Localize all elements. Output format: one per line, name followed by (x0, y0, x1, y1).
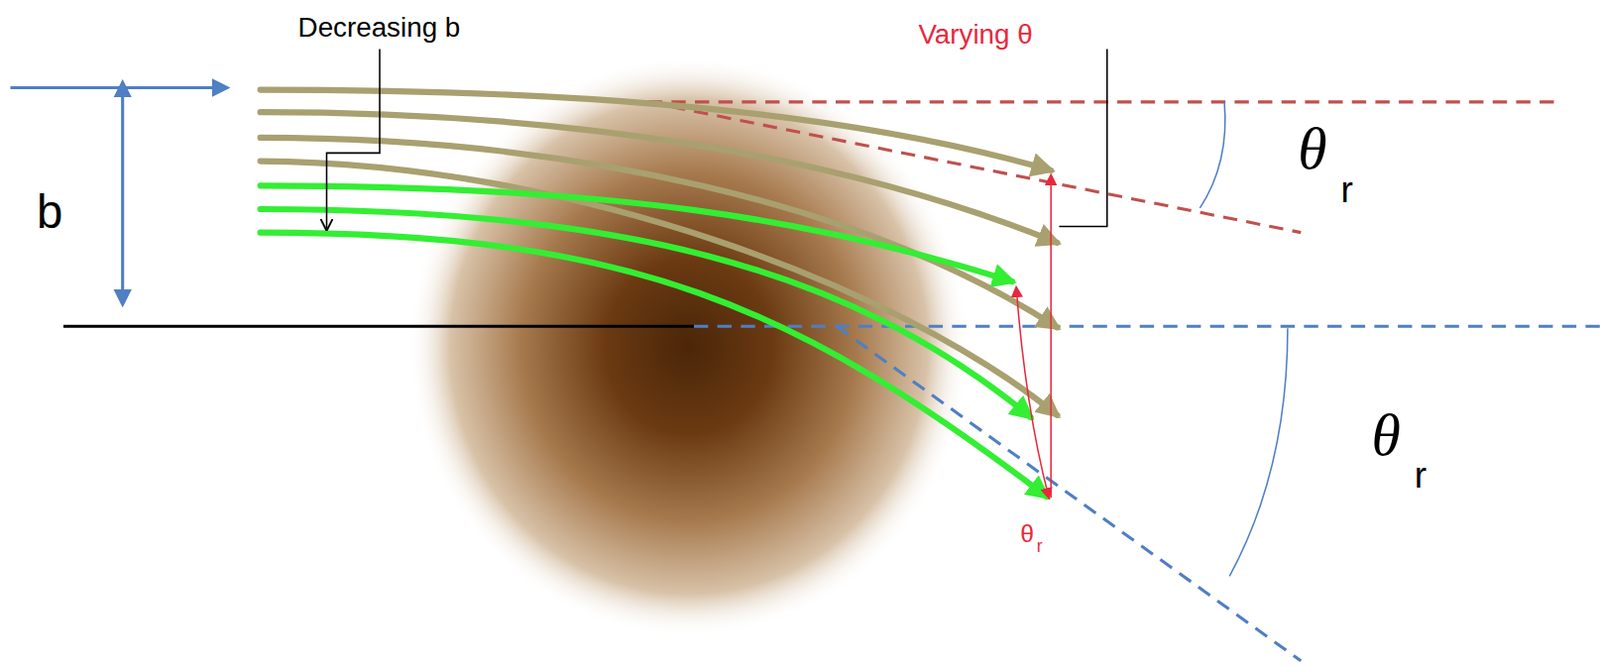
blue-dashed-asymptote (836, 326, 1301, 662)
angle-subscript: r (1036, 538, 1043, 557)
angle-symbol: θ (1020, 522, 1034, 548)
bracket-arrow (326, 48, 380, 229)
axis-dashed (693, 325, 1600, 329)
red-dashed-reference (648, 100, 1562, 104)
impact-parameter-label: b (36, 188, 63, 235)
angle-arc (1199, 102, 1225, 209)
angle-arc (1229, 328, 1288, 576)
bracket (1058, 48, 1107, 227)
impact-parameter-arrow (120, 94, 124, 305)
annotation: Varying θ (917, 20, 1032, 49)
annotation: Decreasing b (298, 13, 461, 42)
range-arc (1016, 287, 1049, 498)
incoming-arrow (9, 86, 227, 90)
angle-symbol: θ (1297, 119, 1327, 180)
angle-symbol: θ (1371, 406, 1400, 466)
trajectory-highlight (260, 232, 1047, 498)
range-line (1049, 175, 1052, 498)
axis-line (63, 325, 694, 329)
trajectory-highlight (260, 209, 1031, 418)
trajectory (260, 161, 1058, 416)
angle-subscript: r (1414, 457, 1427, 494)
angle-subscript: r (1341, 171, 1354, 209)
